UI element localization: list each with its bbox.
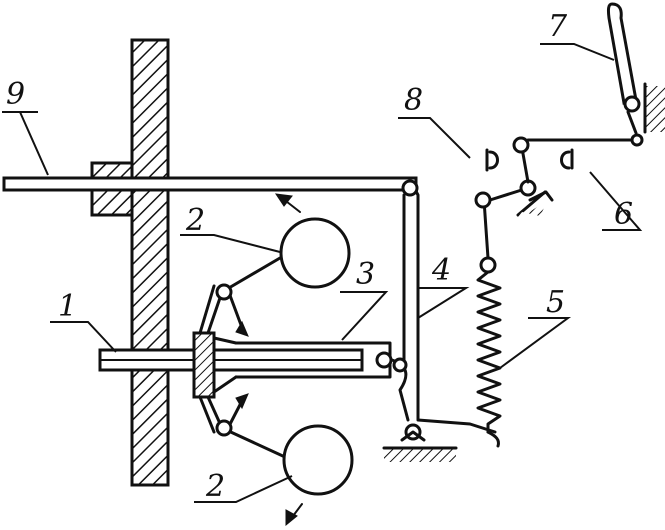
hand-lever-7 <box>606 2 665 135</box>
lower-flyweight-arm <box>198 393 287 459</box>
spring-5 <box>476 256 502 448</box>
label-4: 4 <box>431 253 451 288</box>
label-2-lower: 2 <box>205 469 225 504</box>
valve-pivot <box>514 190 554 222</box>
label-1: 1 <box>58 289 77 324</box>
label-3: 3 <box>356 257 375 292</box>
lower-motion-arrow <box>285 503 303 527</box>
contact-6 <box>560 148 574 170</box>
upper-motion-arrow <box>274 193 301 213</box>
linkage-rods <box>474 133 644 260</box>
label-5: 5 <box>546 285 565 320</box>
shaft-1 <box>98 348 364 372</box>
label-6: 6 <box>614 197 633 232</box>
label-9: 9 <box>6 77 25 112</box>
frame-wall <box>90 38 170 487</box>
label-2-upper: 2 <box>185 203 205 238</box>
ground-support <box>382 430 458 462</box>
label-7: 7 <box>548 9 568 44</box>
contact-8 <box>485 148 499 172</box>
upper-flyweight-arm <box>198 256 282 337</box>
upper-flyweight-2 <box>279 217 351 289</box>
label-8: 8 <box>404 83 423 118</box>
lever-4 <box>390 179 497 441</box>
lower-flyweight-2 <box>282 424 354 496</box>
sleeve-3 <box>234 341 393 379</box>
control-rod-9 <box>2 176 418 192</box>
governor-hub <box>192 331 238 399</box>
leader-lines <box>2 43 643 503</box>
